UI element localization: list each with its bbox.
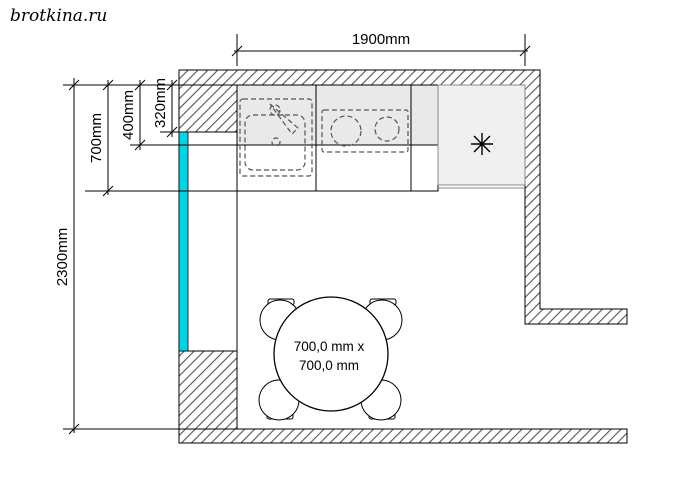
wall-left-upper — [178, 84, 238, 133]
cyan-strip — [178, 131, 189, 352]
dimension-400-label: 400mm — [120, 90, 137, 140]
dimension-320-label: 320mm — [152, 78, 169, 128]
hob-icon — [321, 109, 409, 153]
top-counter — [236, 84, 526, 192]
sink-icon — [239, 98, 313, 177]
watermark: brotkina.ru — [10, 6, 107, 26]
table-size-line2: 700,0 mm — [299, 358, 359, 373]
walls — [178, 69, 628, 444]
dimension-lines — [63, 34, 531, 435]
dimension-width-label: 1900mm — [352, 31, 410, 48]
wall-left-lower-bottom — [178, 350, 628, 444]
round-table — [273, 296, 389, 412]
table-size-line1: 700,0 mm x — [294, 339, 365, 354]
dimension-height-label: 2300mm — [54, 228, 71, 286]
dining-set — [258, 296, 403, 421]
asterisk-icon — [471, 133, 493, 155]
left-counter — [178, 131, 238, 352]
dimension-700-label: 700mm — [88, 113, 105, 163]
